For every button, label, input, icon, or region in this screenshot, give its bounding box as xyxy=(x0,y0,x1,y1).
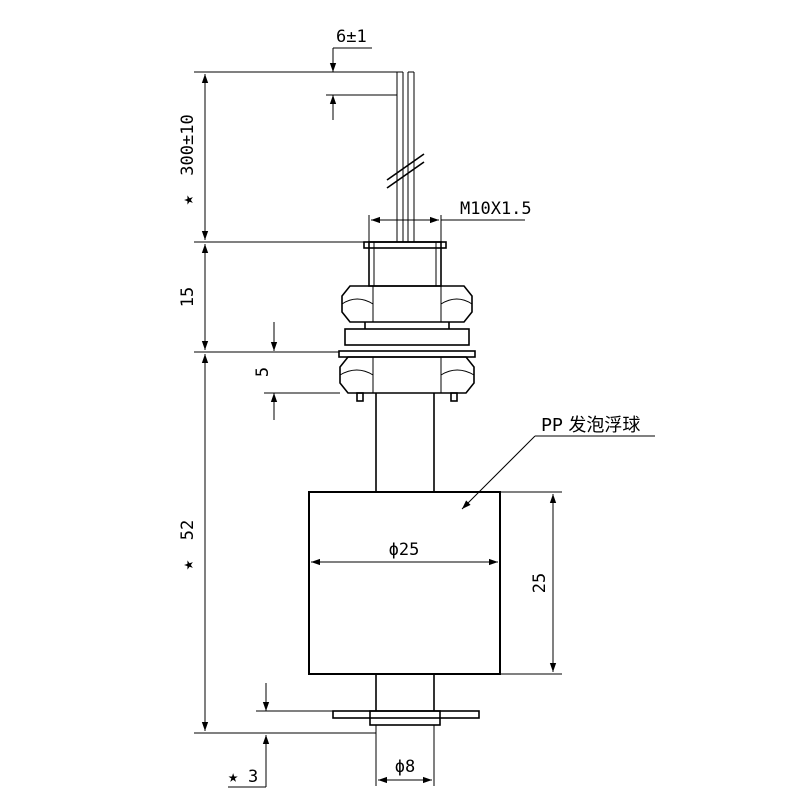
critical-marker-52: ★ xyxy=(178,560,198,570)
lower-hex-nut xyxy=(338,350,476,402)
thread-label: M10X1.5 xyxy=(460,199,532,219)
stop-diameter-label: ϕ8 xyxy=(395,757,415,777)
pp-foam-float xyxy=(308,491,501,675)
float-material-label: PP 发泡浮球 xyxy=(541,415,640,436)
cable-length-label: 300±10 xyxy=(178,114,198,175)
lower-stem xyxy=(375,674,435,711)
threaded-stem xyxy=(363,241,447,287)
stem-length-label: 52 xyxy=(178,520,198,540)
bottom-offset-label: 3 xyxy=(248,767,258,787)
dim-cable-length: ★ 300±10 xyxy=(178,71,397,243)
dim-float-diameter: ϕ25 xyxy=(311,540,498,566)
lead-wires xyxy=(386,71,425,242)
washer xyxy=(344,328,470,346)
float-height-label: 25 xyxy=(530,573,550,593)
dim-wire-gap: 6±1 xyxy=(326,27,397,120)
dim-thread-length: 15 xyxy=(178,244,339,353)
wire-gap-label: 6±1 xyxy=(336,27,367,47)
dim-stop-diameter: ϕ8 xyxy=(375,733,435,786)
dim-nut-thickness: 5 xyxy=(253,322,340,420)
dim-stem-length: 52 ★ xyxy=(178,354,376,734)
dim-thread: M10X1.5 xyxy=(368,199,532,242)
stop-collar xyxy=(332,710,480,733)
float-diameter-label: ϕ25 xyxy=(389,540,420,560)
callout-float-material: PP 发泡浮球 xyxy=(461,415,655,510)
critical-marker-3: ★ xyxy=(228,767,238,787)
nut-thickness-label: 5 xyxy=(253,367,273,377)
critical-marker-300: ★ xyxy=(178,195,198,205)
stem-tube xyxy=(375,393,435,492)
thread-length-label: 15 xyxy=(178,287,198,307)
upper-hex-nut xyxy=(341,285,473,323)
dim-bottom-offset: ★ 3 xyxy=(228,683,333,788)
dim-float-height: 25 xyxy=(500,491,562,675)
